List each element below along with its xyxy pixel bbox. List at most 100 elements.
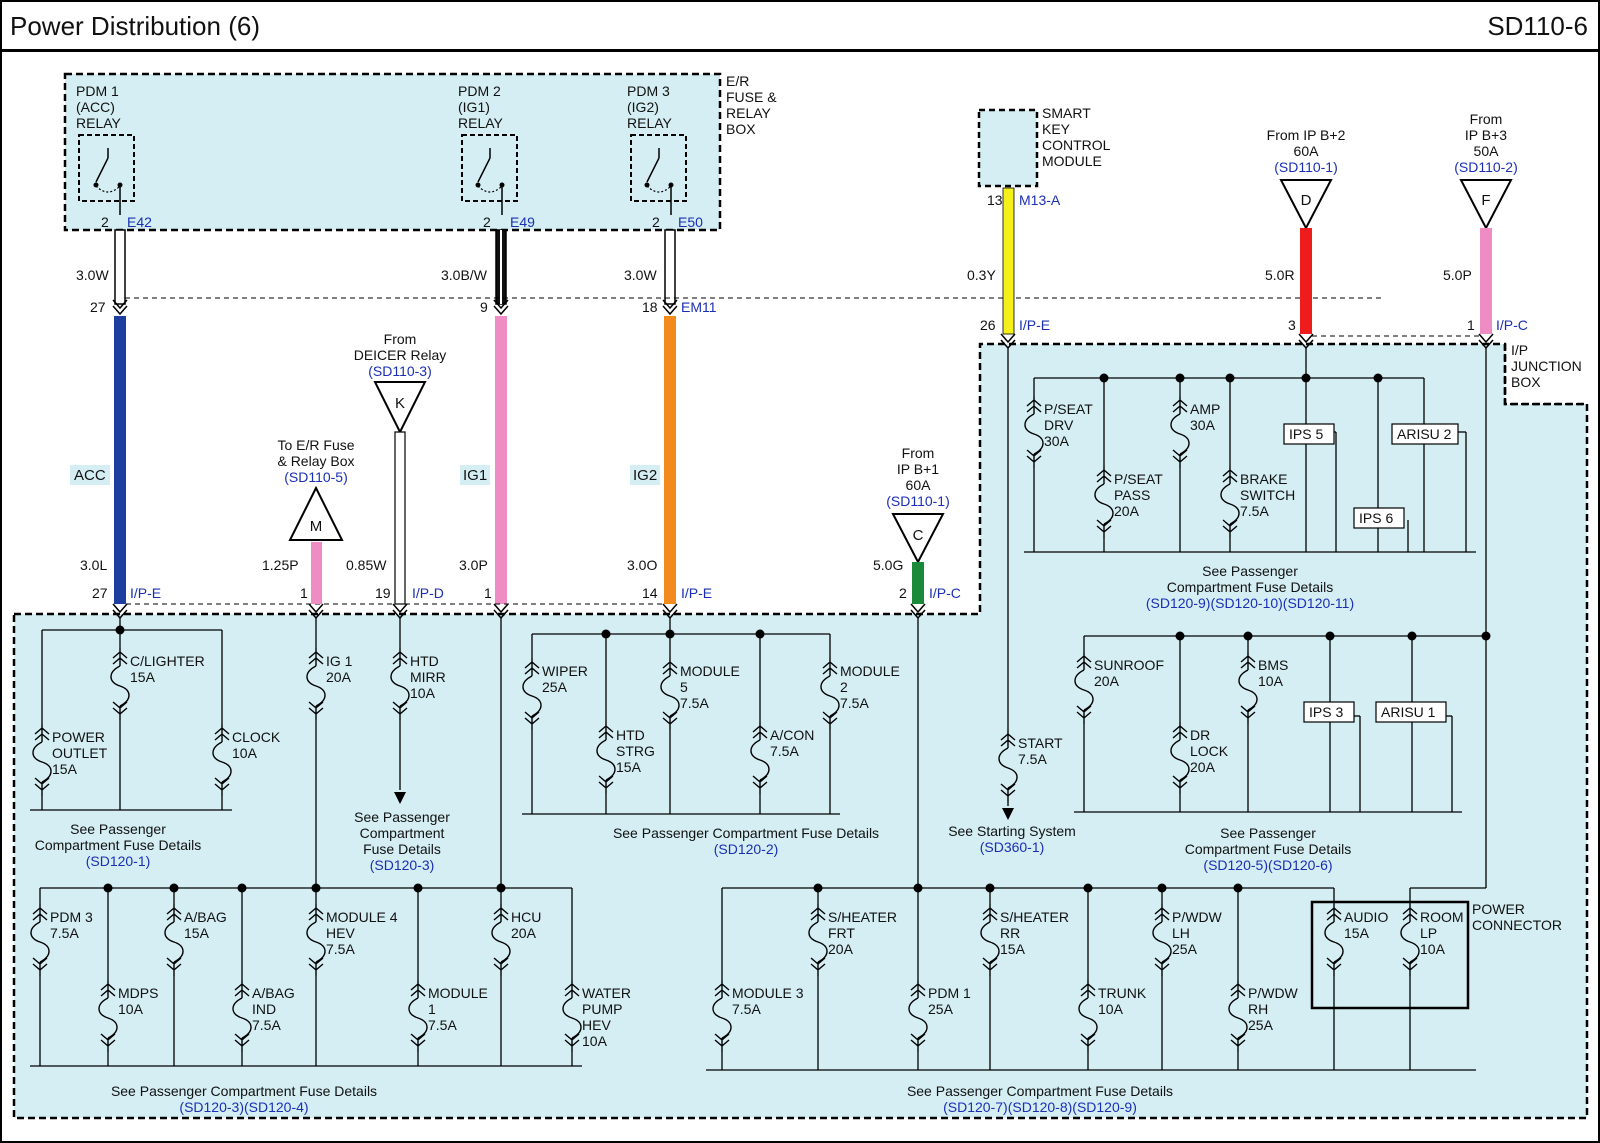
- relay-pdm1: PDM 1 (ACC) RELAY 2 E42: [76, 83, 152, 230]
- fuse-abag-label-1: A/BAG: [184, 909, 227, 925]
- relay-pdm1-type: RELAY: [76, 115, 122, 131]
- offpage-k: From DEICER Relay (SD110-3) K 0.85W 19 I…: [346, 331, 446, 620]
- fuse-audio-label-2: 15A: [1344, 925, 1370, 941]
- relay-pdm2: PDM 2 (IG1) RELAY 2 E49: [458, 83, 535, 230]
- fuse-room-lp-label-2: LP: [1420, 925, 1437, 941]
- fuse-pwdw-lh-label-1: P/WDW: [1172, 909, 1223, 925]
- fuse-htd-mirr-label-2: MIRR: [410, 669, 446, 685]
- fuse-pdm1-label-2: 25A: [928, 1001, 954, 1017]
- fuse-module5-label-1: MODULE: [680, 663, 740, 679]
- fuse-ig1-fuse-label-2: 20A: [326, 669, 352, 685]
- fuse-start-label-2: 7.5A: [1018, 751, 1047, 767]
- offpage-f-letter: F: [1481, 192, 1490, 209]
- notes: See Passenger Compartment Fuse Details (…: [35, 563, 1354, 1115]
- fuse-htd-mirr-label-1: HTD: [410, 653, 439, 669]
- upper-wire-2-spec: 3.0B/W: [441, 267, 488, 283]
- er-box-label-3: RELAY: [726, 105, 772, 121]
- fuse-pseat-pass-label-3: 20A: [1114, 503, 1140, 519]
- fuse-wiper-label-2: 25A: [542, 679, 568, 695]
- page-code: SD110-6: [1487, 11, 1588, 41]
- fuse-module3-label-2: 7.5A: [732, 1001, 761, 1017]
- tag-ips3: IPS 3: [1309, 704, 1343, 720]
- fuse-pwdw-rh-label-3: 25A: [1248, 1017, 1274, 1033]
- relay-pdm3-type: RELAY: [627, 115, 673, 131]
- right-junction-dots: [813, 373, 1491, 893]
- fuse-wiper-label-1: WIPER: [542, 663, 588, 679]
- tag-ips6: IPS 6: [1359, 510, 1393, 526]
- fuse-module4-label-2: HEV: [326, 925, 355, 941]
- fuse-trunk-label-2: 10A: [1098, 1001, 1124, 1017]
- fuse-amp-label-2: 30A: [1190, 417, 1216, 433]
- fuse-water-pump-label-2: PUMP: [582, 1001, 622, 1017]
- offpage-c: From IP B+1 60A (SD110-1) C 5.0G 2 I/P-C: [873, 445, 961, 620]
- smart-key-label-1: SMART: [1042, 105, 1091, 121]
- smart-key-pin-bottom: 26: [980, 317, 996, 333]
- relay-pdm2-type: RELAY: [458, 115, 504, 131]
- fuse-bms-label-2: 10A: [1258, 673, 1284, 689]
- relay-pdm2-pin: 2: [483, 214, 491, 230]
- offpage-d-pin: 3: [1288, 317, 1296, 333]
- fuse-brake-label-1: BRAKE: [1240, 471, 1287, 487]
- smart-key-conn-bottom: I/P-E: [1019, 317, 1050, 333]
- fuse-sheater-frt-label-3: 20A: [828, 941, 854, 957]
- note-7-line-1: See Passenger Compartment Fuse Details: [111, 1083, 377, 1099]
- note-4-ref: (SD360-1): [980, 839, 1045, 855]
- fuse-ig1-fuse-label-1: IG 1: [326, 653, 353, 669]
- relay-pdm3-sub: (IG2): [627, 99, 659, 115]
- offpage-f-pin: 1: [1467, 317, 1475, 333]
- offpage-k-conn: I/P-D: [412, 585, 444, 601]
- offpage-f-spec: 5.0P: [1443, 267, 1472, 283]
- fuse-pseat-drv-label-3: 30A: [1044, 433, 1070, 449]
- smart-key-pin-top: 13: [987, 192, 1003, 208]
- fuse-dr-lock-label-2: LOCK: [1190, 743, 1229, 759]
- fuse-module1-label-2: 1: [428, 1001, 436, 1017]
- note-2-line-2: Compartment: [360, 825, 445, 841]
- offpage-m-text1: To E/R Fuse: [277, 437, 354, 453]
- fuse-pseat-pass-label-2: PASS: [1114, 487, 1150, 503]
- page-title: Power Distribution (6): [10, 11, 260, 41]
- upper-wires: 3.0W 3.0B/W 3.0W 27 9 18 EM11: [76, 229, 1385, 316]
- note-6-line-1: See Passenger: [1220, 825, 1316, 841]
- ip-box-label-2: JUNCTION: [1511, 358, 1582, 374]
- fuse-htd-strg-label-3: 15A: [616, 759, 642, 775]
- smart-key-conn-top: M13-A: [1019, 192, 1061, 208]
- fuse-sunroof-label-2: 20A: [1094, 673, 1120, 689]
- fuse-pdm3: PDM 37.5A: [30, 904, 93, 976]
- fuse-power-outlet-label-3: 15A: [52, 761, 78, 777]
- note-6-line-2: Compartment Fuse Details: [1185, 841, 1352, 857]
- fuse-module2-label-1: MODULE: [840, 663, 900, 679]
- offpage-c-text2: IP B+1: [897, 461, 939, 477]
- note-3-line-1: See Passenger Compartment Fuse Details: [613, 825, 879, 841]
- offpage-f-text3: 50A: [1474, 143, 1500, 159]
- fuse-htd-mirr-label-3: 10A: [410, 685, 436, 701]
- offpage-c-text1: From: [902, 445, 935, 461]
- offpage-m-letter: M: [310, 518, 323, 535]
- offpage-f-ref: (SD110-2): [1454, 159, 1518, 175]
- circuit-ig1-pin: 1: [484, 585, 492, 601]
- fuse-pdm1-label-1: PDM 1: [928, 985, 971, 1001]
- fuse-pwdw-lh-label-3: 25A: [1172, 941, 1198, 957]
- fuse-dr-lock-label-1: DR: [1190, 727, 1210, 743]
- fuse-abag-ind-label-2: IND: [252, 1001, 276, 1017]
- offpage-f: From IP B+3 50A (SD110-2) F 5.0P 1 I/P-C: [1443, 111, 1528, 350]
- circuit-acc-spec: 3.0L: [80, 557, 107, 573]
- fuse-c-lighter-label-1: C/LIGHTER: [130, 653, 205, 669]
- fuse-mdps-label-1: MDPS: [118, 985, 158, 1001]
- fuse-pseat-drv-label-1: P/SEAT: [1044, 401, 1093, 417]
- fuse-pwdw-lh-label-2: LH: [1172, 925, 1190, 941]
- relay-pdm1-conn: E42: [127, 214, 152, 230]
- relay-pdm3-conn: E50: [678, 214, 703, 230]
- smart-key-label-2: KEY: [1042, 121, 1071, 137]
- note-5-line-2: Compartment Fuse Details: [1167, 579, 1334, 595]
- note-2-line-3: Fuse Details: [363, 841, 441, 857]
